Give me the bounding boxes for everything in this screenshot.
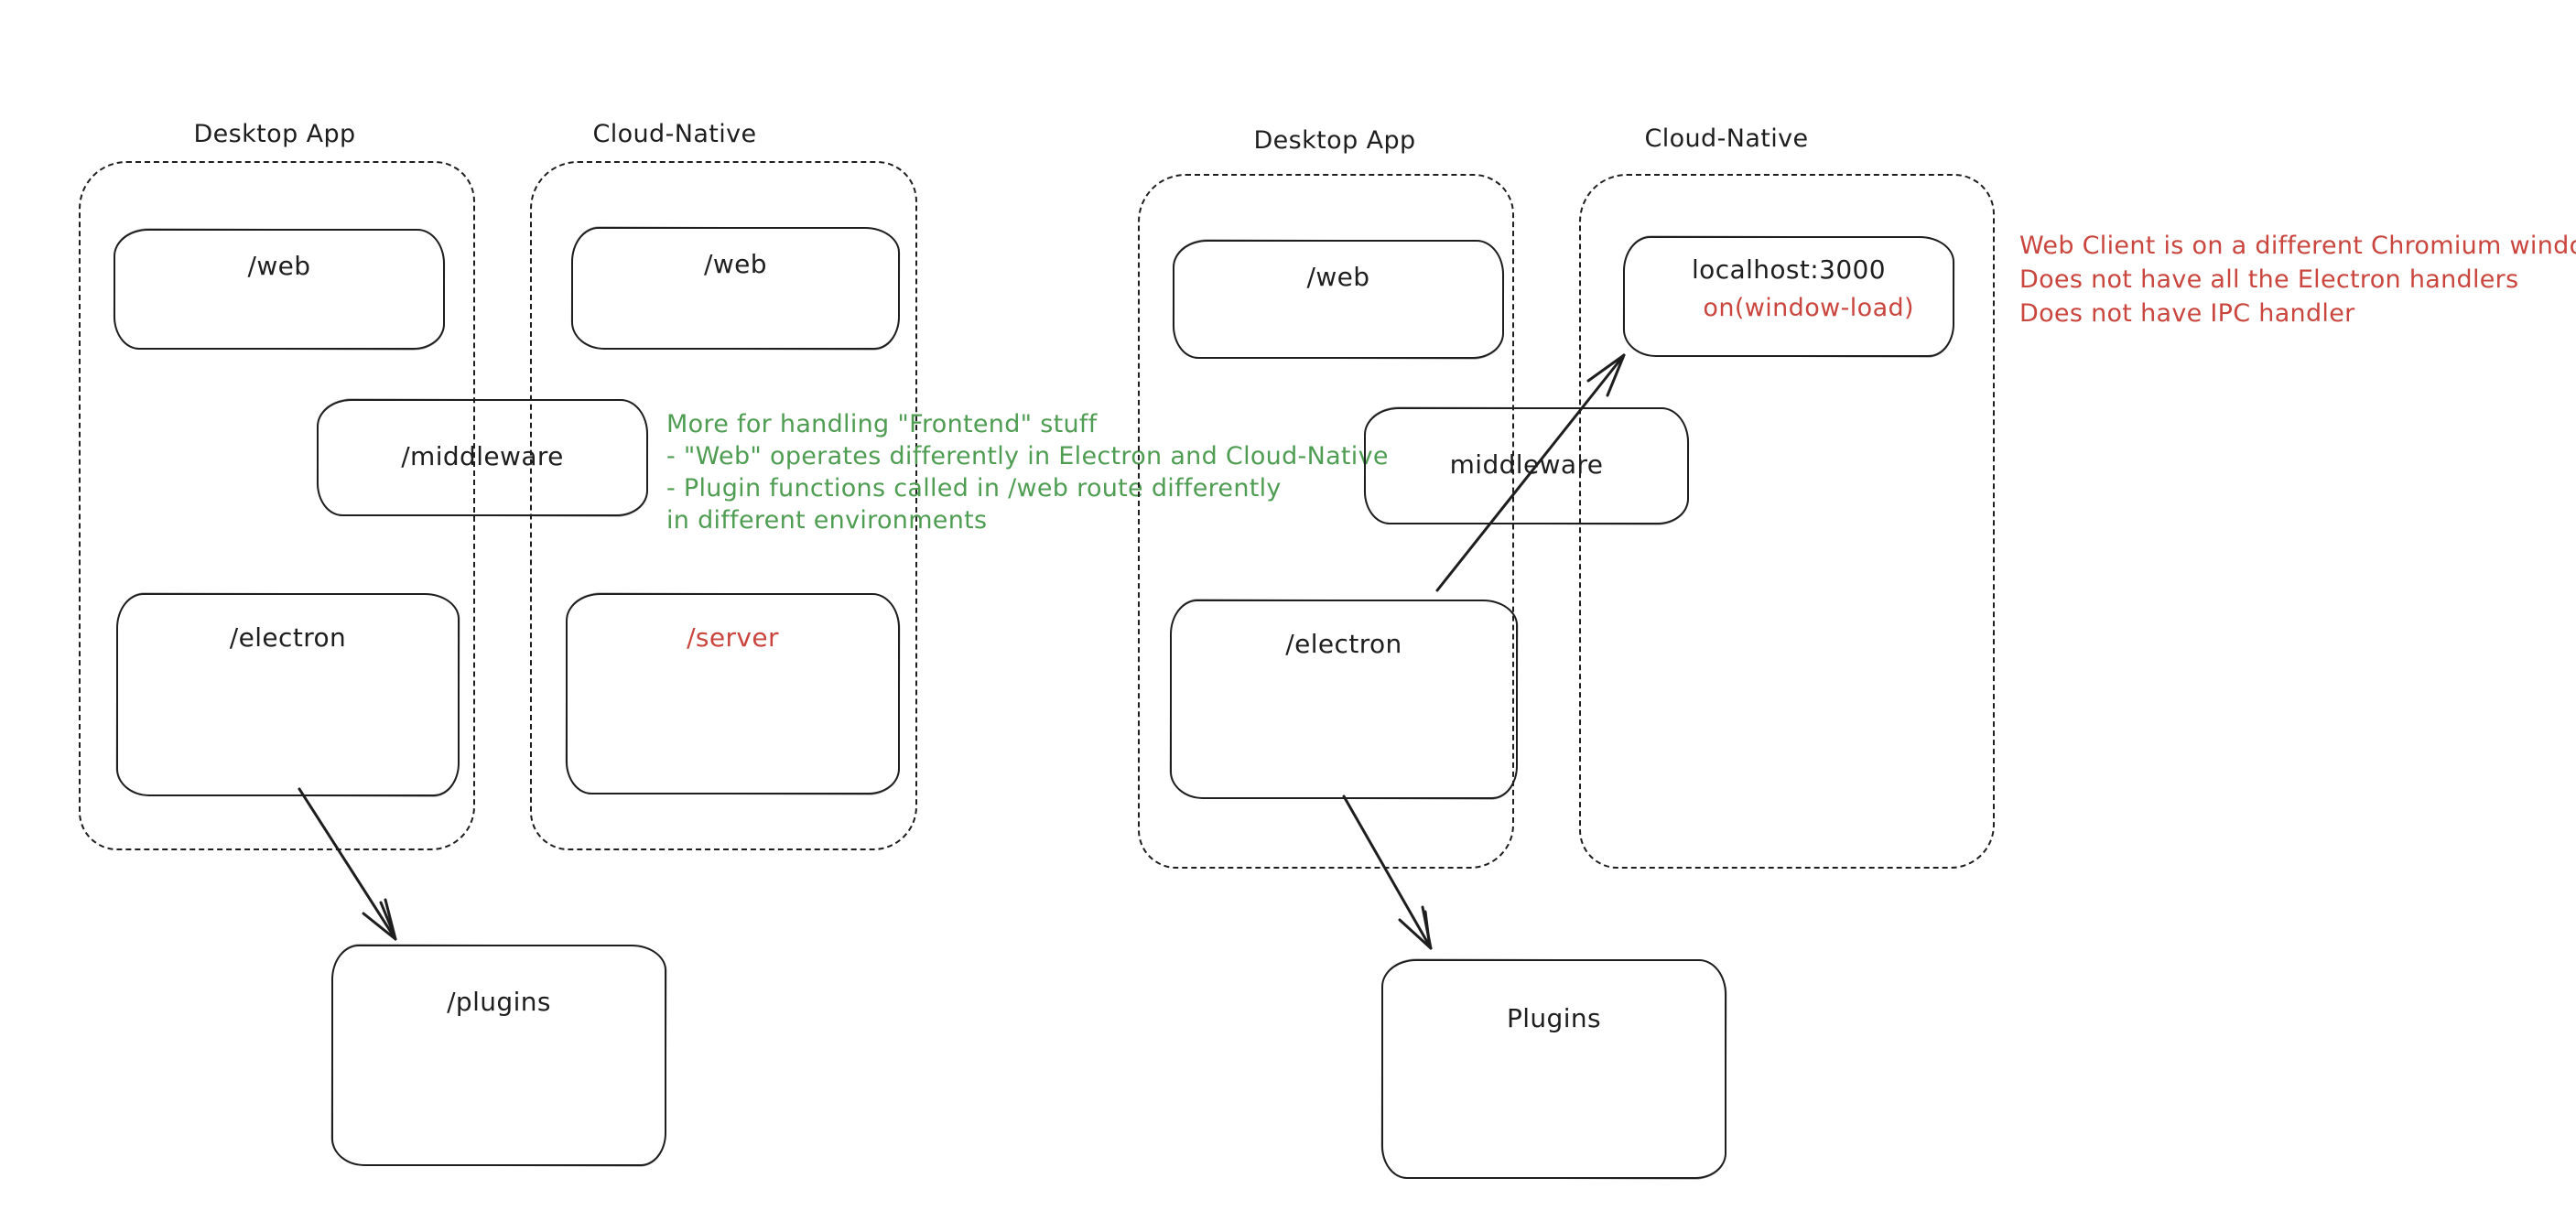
node-electron-right[interactable]: /electron	[1170, 600, 1518, 799]
node-label: /web	[704, 249, 767, 279]
node-web-desktop-left[interactable]: /web	[114, 229, 445, 350]
node-plugins-left[interactable]: /plugins	[331, 945, 666, 1166]
node-label: /web	[1306, 262, 1370, 292]
note-line: More for handling "Frontend" stuff	[666, 410, 1098, 438]
node-web-right[interactable]: /web	[1173, 240, 1504, 359]
node-label: /electron	[1285, 629, 1402, 659]
note-line: - Plugin functions called in /web route …	[666, 474, 1282, 503]
localhost-sublabel: on(window-load)	[1703, 294, 1914, 322]
node-localhost-3000[interactable]: localhost:3000 on(window-load)	[1623, 236, 1954, 357]
note-line: in different environments	[666, 506, 988, 535]
node-middleware-right[interactable]: middleware	[1364, 407, 1689, 524]
node-plugins-right[interactable]: Plugins	[1381, 959, 1726, 1179]
node-label: Plugins	[1506, 1003, 1602, 1033]
node-label: middleware	[1449, 449, 1604, 480]
node-middleware-left[interactable]: /middleware	[317, 399, 648, 516]
note-line: Does not have IPC handler	[2019, 299, 2355, 328]
node-label: localhost:3000	[1692, 254, 1886, 285]
right-desktop-group-label[interactable]: Desktop App	[1253, 126, 1416, 155]
note-line: - "Web" operates differently in Electron…	[666, 442, 1389, 470]
node-label: /server	[687, 622, 779, 653]
left-desktop-group-label[interactable]: Desktop App	[193, 120, 356, 148]
note-line: Web Client is on a different Chromium wi…	[2019, 232, 2576, 260]
node-label: /electron	[229, 622, 347, 653]
note-line: Does not have all the Electron handlers	[2019, 265, 2519, 294]
red-note[interactable]: Web Client is on a different Chromium wi…	[2019, 229, 2576, 330]
node-electron-left[interactable]: /electron	[116, 593, 460, 796]
node-label: /web	[247, 251, 311, 281]
right-cloud-group-label[interactable]: Cloud-Native	[1644, 124, 1809, 153]
node-label: /middleware	[401, 441, 564, 471]
green-note[interactable]: More for handling "Frontend" stuff - "We…	[666, 408, 1389, 536]
left-cloud-group-label[interactable]: Cloud-Native	[592, 120, 757, 148]
node-web-cloud-left[interactable]: /web	[571, 227, 900, 350]
node-label: /plugins	[447, 987, 551, 1017]
node-server-left[interactable]: /server	[566, 593, 900, 794]
